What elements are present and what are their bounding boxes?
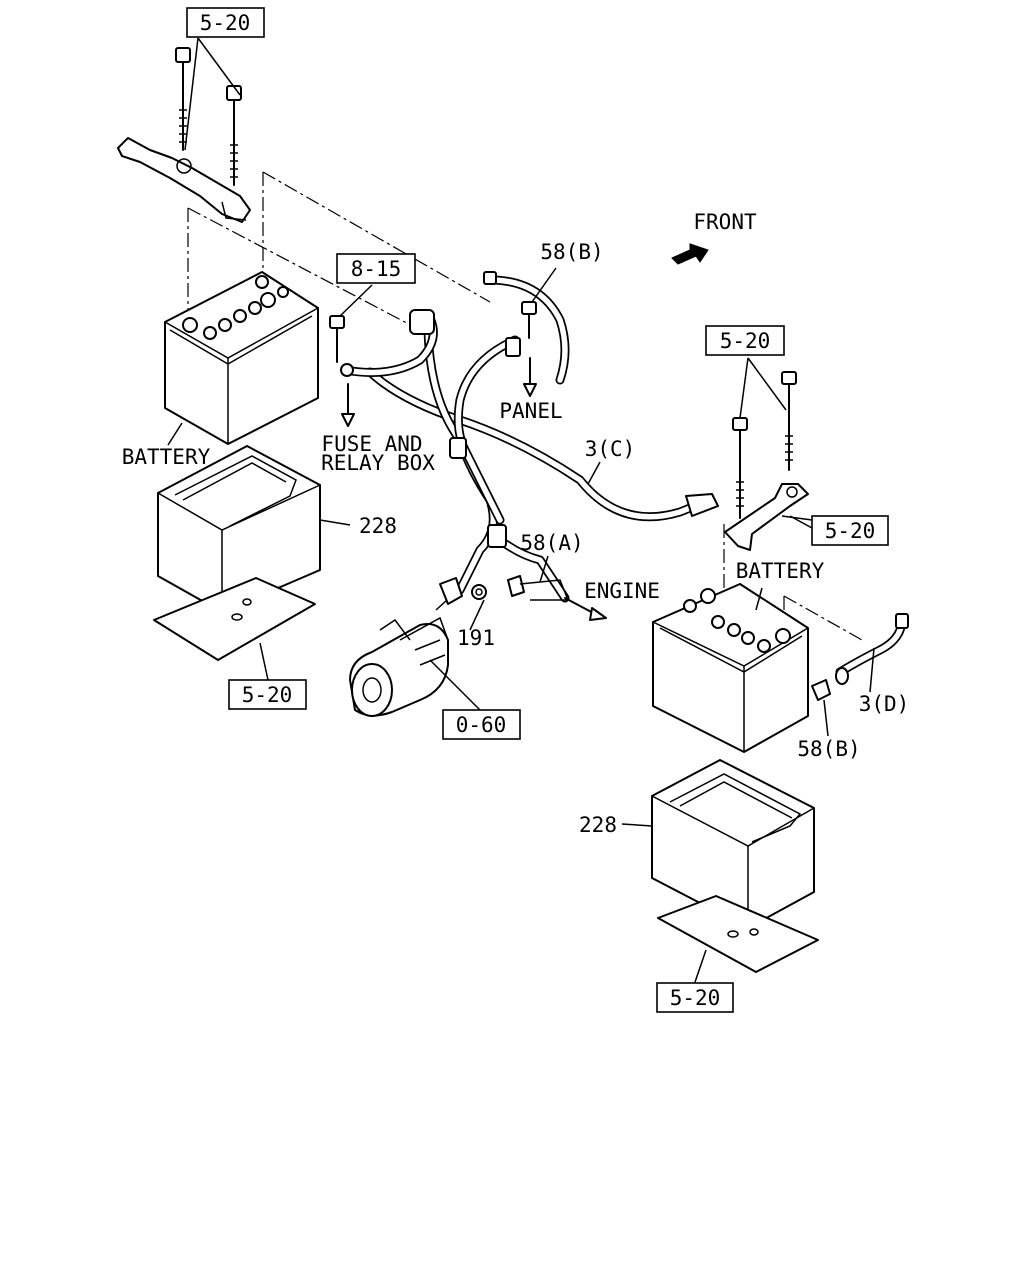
label-panel[interactable]: PANEL — [499, 399, 562, 423]
label-front: FRONT — [693, 210, 757, 234]
label-228-right[interactable]: 228 — [579, 813, 617, 837]
right-hold-down-bolts — [732, 357, 797, 519]
front-direction-arrow-icon — [671, 243, 709, 265]
label-battery-left[interactable]: BATTERY — [122, 445, 211, 469]
left-battery-plate — [153, 577, 316, 661]
label-fuse-relay-1[interactable]: FUSE AND — [321, 432, 422, 456]
label-5-20-right-bolts[interactable]: 5-20 — [720, 329, 771, 353]
label-3c[interactable]: 3(C) — [585, 437, 636, 461]
label-191[interactable]: 191 — [457, 626, 495, 650]
label-58b-top[interactable]: 58(B) — [540, 240, 603, 264]
label-0-60[interactable]: 0-60 — [456, 713, 507, 737]
label-5-20-top[interactable]: 5-20 — [200, 11, 251, 35]
left-battery-tray — [157, 445, 351, 613]
label-228-left[interactable]: 228 — [359, 514, 397, 538]
ref-box-5-20-right-bolts — [705, 325, 785, 356]
ref-box-5-20-left-tray — [228, 679, 307, 710]
label-5-20-bottom[interactable]: 5-20 — [670, 986, 721, 1010]
label-5-20-right-bracket[interactable]: 5-20 — [825, 519, 876, 543]
starter-motor-icon — [349, 589, 459, 717]
left-hold-down-bracket — [117, 137, 251, 223]
label-5-20-left-tray[interactable]: 5-20 — [242, 683, 293, 707]
ref-box-5-20-bottom — [656, 982, 734, 1013]
label-3d[interactable]: 3(D) — [859, 692, 910, 716]
label-fuse-relay-2[interactable]: RELAY BOX — [321, 451, 435, 475]
label-battery-right[interactable]: BATTERY — [736, 559, 825, 583]
ref-box-0-60 — [442, 709, 521, 740]
ref-box-5-20-top — [186, 7, 265, 38]
label-58a[interactable]: 58(A) — [520, 531, 583, 555]
right-battery-tray — [621, 759, 815, 929]
ref-box-8-15 — [336, 253, 416, 284]
left-hold-down-bolts — [175, 37, 242, 186]
ref-box-5-20-right-bracket — [811, 515, 889, 546]
right-hold-down-bracket — [724, 483, 813, 551]
right-battery — [652, 583, 809, 753]
left-battery — [164, 271, 319, 445]
label-58b-right[interactable]: 58(B) — [797, 737, 860, 761]
label-engine[interactable]: ENGINE — [584, 579, 660, 603]
main-harness-cable — [340, 275, 705, 603]
label-8-15[interactable]: 8-15 — [351, 257, 402, 281]
right-battery-plate — [657, 895, 819, 973]
